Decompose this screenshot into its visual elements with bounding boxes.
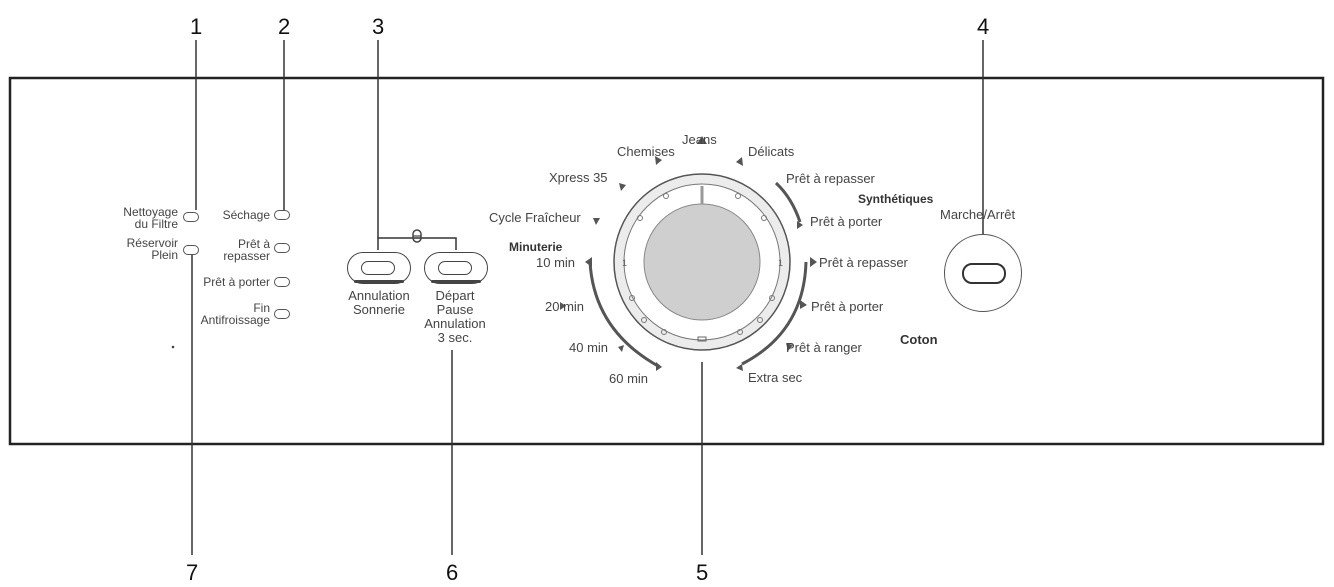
annulation-sonnerie-line2: Sonnerie [352,302,406,317]
annulation-sonnerie-line1: Annulation [348,288,410,303]
indicator-fin-label: Fin Antifroissage [170,302,270,326]
program-chemises: Chemises [617,144,675,159]
depart-pause-button-base [431,280,481,283]
callout-6: 6 [446,560,459,585]
program-coton-pret-porter: Prêt à porter [811,299,884,314]
program-synth-pret-porter: Prêt à porter [810,214,883,229]
indicator-reservoir-light [183,245,199,255]
panel-dot [171,345,175,349]
program-jeans: Jeans [682,132,717,147]
button-bracket [377,237,457,250]
program-10min: 10 min [536,255,576,270]
indicator-sechage-label: Séchage [222,208,270,222]
program-xpress: Xpress 35 [549,170,608,185]
indicator-nettoyage-line1: Nettoyage [123,205,178,219]
program-cycle-fraicheur: Cycle Fraîcheur [489,210,581,225]
indicator-fin-line1: Fin [253,301,270,315]
indicator-nettoyage-label: Nettoyage du Filtre [96,206,178,230]
group-coton: Coton [900,332,938,347]
callout-1: 1 [190,14,203,39]
power-label: Marche/Arrêt [940,207,1016,222]
annulation-sonnerie-button-base [354,280,404,283]
indicator-pret-repasser-label: Prêt à repasser [190,238,270,262]
annulation-sonnerie-button[interactable] [347,252,411,284]
indicator-pret-repasser-line1: Prêt à [237,237,270,251]
dial-knob[interactable] [643,203,761,321]
callout-7: 7 [186,560,199,585]
dial-mark-bottom [697,336,707,342]
program-40min: 40 min [569,340,609,355]
depart-line1: Départ [435,288,475,303]
depart-line2: Pause [436,302,474,317]
depart-line4: 3 sec. [437,330,473,345]
depart-pause-button-face [438,261,472,275]
indicator-pret-repasser-light [274,243,290,253]
program-coton-pret-repasser: Prêt à repasser [819,255,908,270]
indicator-fin-light [274,309,290,319]
program-extra-sec: Extra sec [748,370,803,385]
dial-mark-left: 1 [622,258,627,268]
program-arrows [560,136,817,371]
arc-coton [741,261,808,366]
indicator-pret-repasser-line2: repasser [223,249,270,263]
annulation-sonnerie-button-face [361,261,395,275]
callout-2: 2 [278,14,291,39]
dial-marks [629,193,775,335]
callout-3: 3 [372,14,385,39]
indicator-reservoir-line1: Réservoir [126,236,178,250]
indicator-sechage-light [274,210,290,220]
indicator-fin-line2: Antifroissage [200,313,270,327]
program-60min: 60 min [609,371,649,386]
program-delicats: Délicats [748,144,795,159]
depart-line3: Annulation [424,316,486,331]
indicator-nettoyage-line2: du Filtre [134,217,178,231]
indicator-reservoir-label: Réservoir Plein [96,237,178,261]
indicator-pret-porter-light [274,277,290,287]
callout-4: 4 [977,14,990,39]
lock-icon [412,229,422,243]
indicator-nettoyage-light [183,212,199,222]
indicator-reservoir-line2: Plein [151,248,178,262]
program-synth-pret-repasser: Prêt à repasser [786,171,875,186]
dial-mark-right: 1 [778,258,783,268]
depart-pause-button[interactable] [424,252,488,284]
depart-pause-label: Départ Pause Annulation 3 sec. [406,289,504,345]
arc-minuterie [588,261,659,368]
group-minuterie: Minuterie [509,240,563,254]
power-button[interactable] [944,234,1022,312]
indicator-pret-porter-label: Prêt à porter [203,275,270,289]
panel-outline [8,76,1325,446]
annulation-sonnerie-label: Annulation Sonnerie [330,289,428,317]
program-20min: 20 min [545,299,585,314]
program-coton-pret-ranger: Prêt à ranger [786,340,862,355]
callout-5: 5 [696,560,709,585]
arc-synthetiques [774,181,802,223]
group-synthetiques: Synthétiques [858,192,934,206]
power-button-face [962,263,1006,284]
